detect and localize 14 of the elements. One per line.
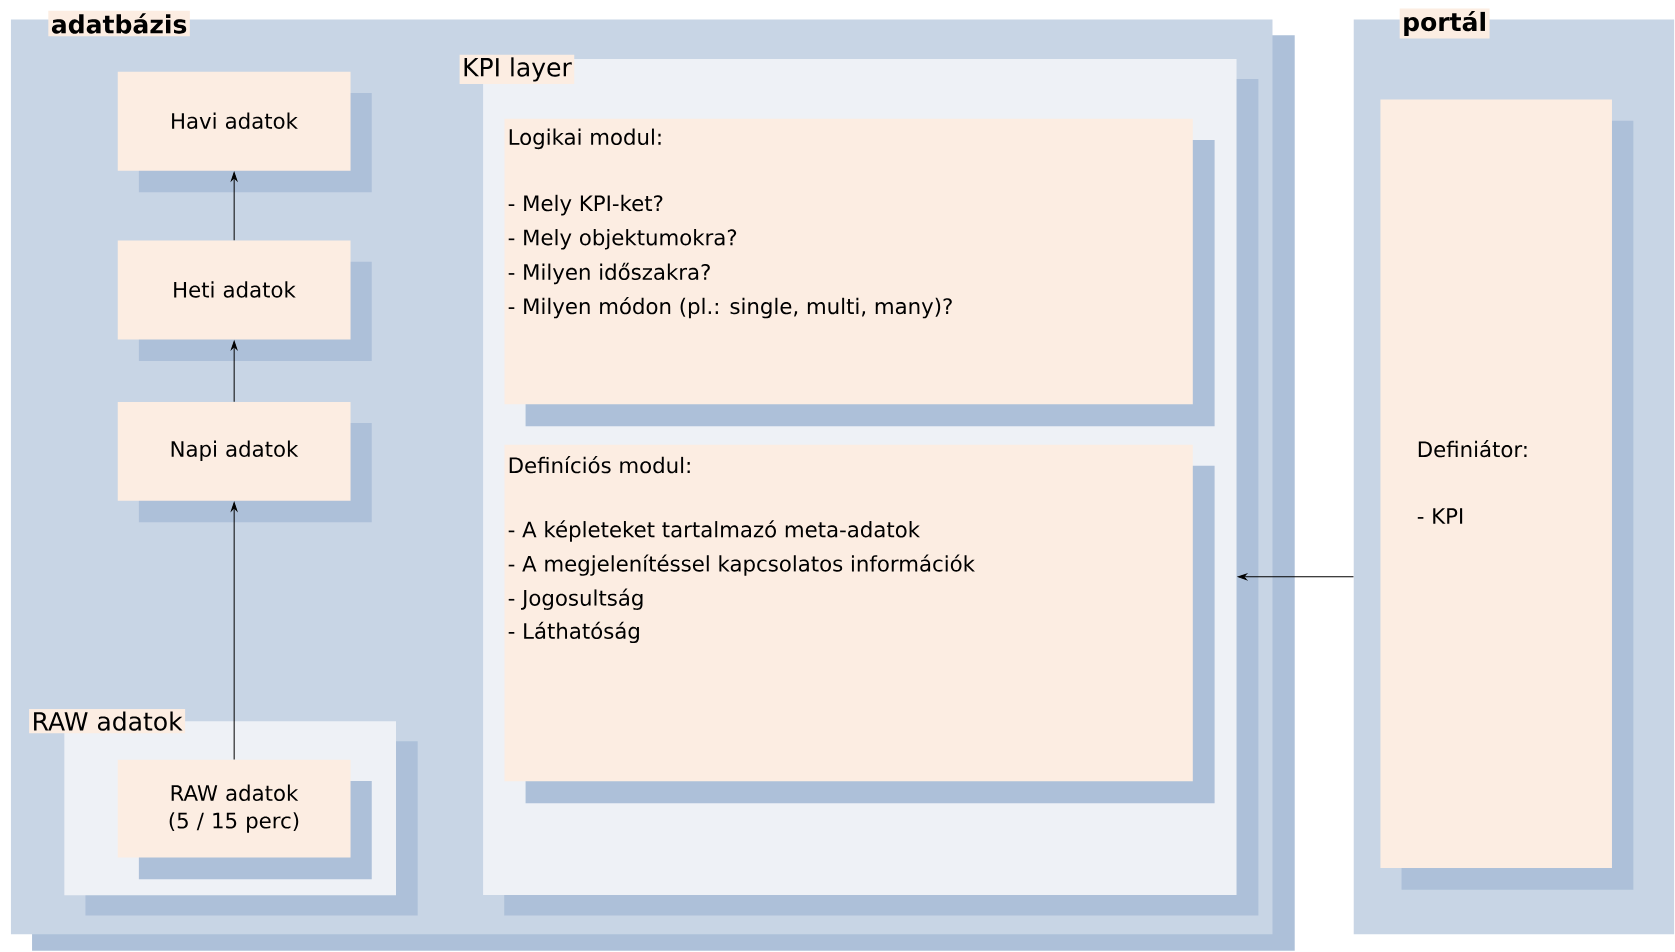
data-box: Napi adatok bbox=[117, 402, 372, 523]
arrow bbox=[231, 502, 238, 761]
data-box: RAW adatok (5 / 15 perc) bbox=[117, 759, 372, 880]
arrow bbox=[1237, 573, 1354, 581]
node-label: RAW adatok bbox=[34, 711, 183, 731]
node-label: adatbázis bbox=[51, 13, 187, 34]
module-box: Definíciós modul: - A képleteket tartalmazó meta-adatok - A megjelenítéssel kapcsolatos információk - Jogosultság - Láthatóság bbox=[504, 444, 1215, 804]
node-label: KPI layer bbox=[464, 57, 572, 82]
definer-box: Definiátor: - KPI bbox=[1380, 99, 1634, 890]
arrow bbox=[231, 340, 238, 403]
module-box: Logikai modul: - Mely KPI-ket? - Mely objektumokra? - Milyen időszakra? - Milyen módon (pl.: single, multi, many)? bbox=[504, 118, 1215, 427]
arrow bbox=[231, 172, 238, 241]
data-box: Heti adatok bbox=[117, 240, 372, 362]
data-box: Havi adatok bbox=[117, 71, 372, 193]
